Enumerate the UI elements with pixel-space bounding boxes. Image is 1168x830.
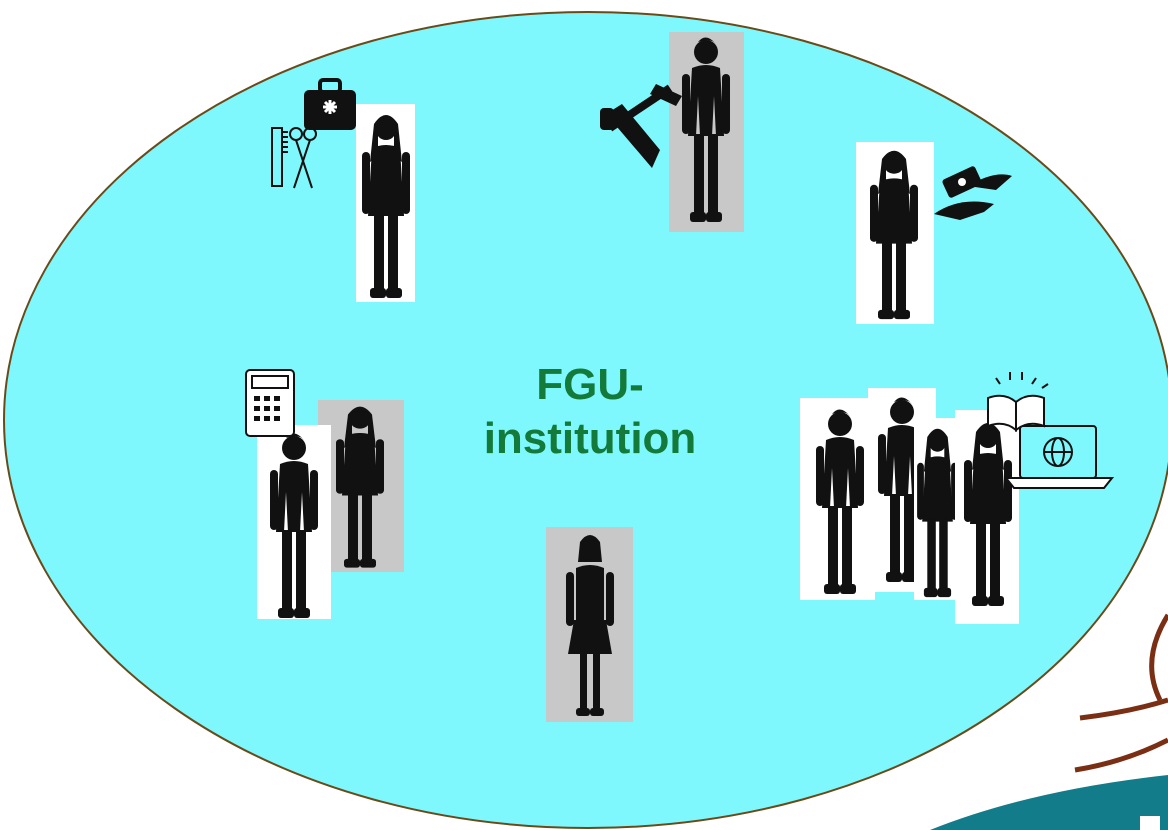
saw-icon [600, 104, 660, 168]
group-finance [856, 142, 1012, 324]
open-book-icon [987, 372, 1049, 433]
institution-title: FGU- institution [440, 358, 740, 466]
first-aid-kit-icon [304, 78, 356, 130]
group-single-person [546, 527, 633, 722]
group-accounting [245, 369, 404, 619]
title-line-2: institution [483, 414, 697, 463]
comb-icon [271, 127, 288, 187]
scissors-icon [289, 127, 317, 189]
laptop-globe-icon [1003, 425, 1115, 489]
corner-decoration [930, 613, 1168, 830]
money-hand-icon [934, 166, 1012, 220]
group-carpenter [600, 32, 744, 232]
group-education [800, 372, 1115, 624]
calculator-icon [245, 369, 295, 437]
group-hairdresser-nurse [271, 78, 415, 302]
title-line-1: FGU- [536, 360, 644, 409]
